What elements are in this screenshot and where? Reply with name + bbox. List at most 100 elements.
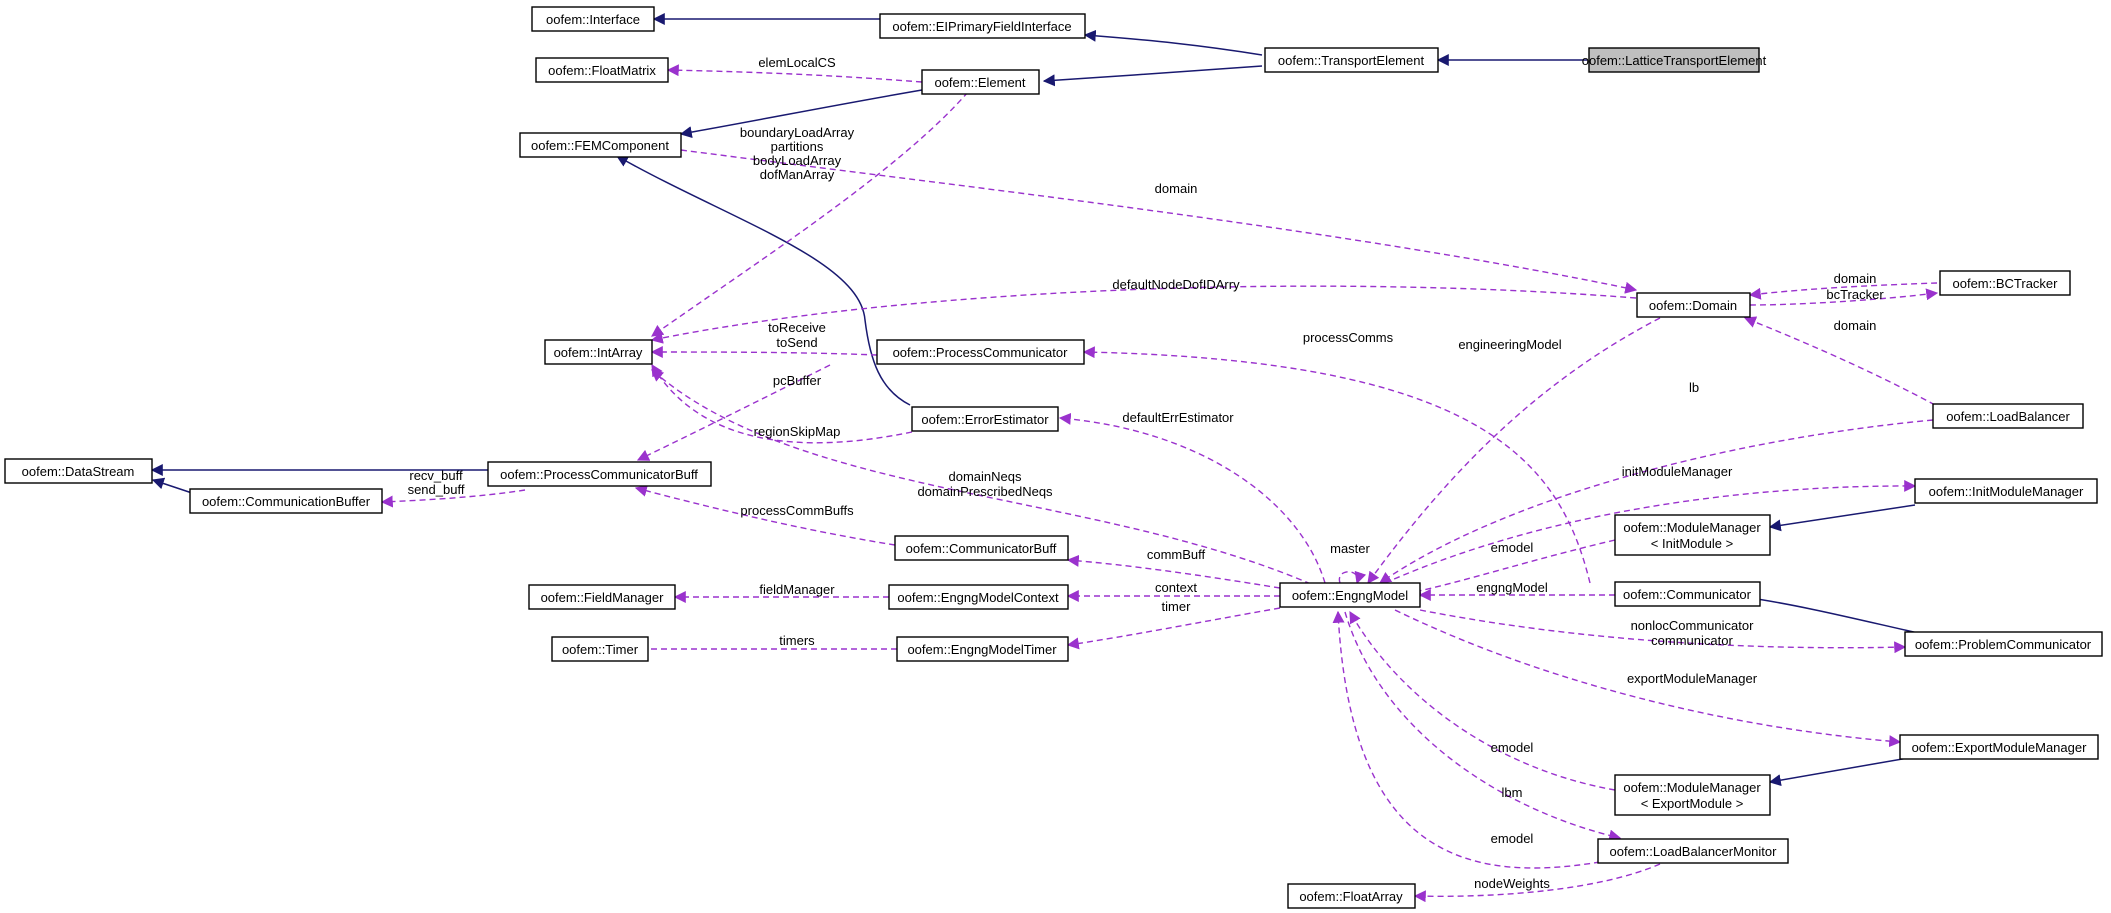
node-engngmodel[interactable]: oofem::EngngModel [1279, 582, 1421, 608]
edge-communicator-processcomm [1082, 346, 1591, 584]
edge-engngmodel-timer [1066, 607, 1281, 650]
svg-text:oofem::ProcessCommunicatorBuff: oofem::ProcessCommunicatorBuff [500, 467, 698, 482]
node-transportelement[interactable]: oofem::TransportElement [1264, 47, 1439, 73]
node-bctracker[interactable]: oofem::BCTracker [1939, 270, 2071, 296]
svg-text:oofem::EIPrimaryFieldInterface: oofem::EIPrimaryFieldInterface [892, 19, 1071, 34]
node-datastream[interactable]: oofem::DataStream [4, 458, 153, 484]
node-interface[interactable]: oofem::Interface [531, 6, 655, 32]
node-modulemanager-export[interactable]: oofem::ModuleManager < ExportModule > [1614, 774, 1771, 816]
edge-engngmodel-communicatorbuff [1066, 554, 1281, 589]
label-elemLocalCS: elemLocalCS [758, 55, 836, 70]
svg-text:oofem::Timer: oofem::Timer [562, 642, 639, 657]
edge-domain-engngmodel [1367, 317, 1661, 584]
label-nodeWeights: nodeWeights [1474, 876, 1550, 891]
svg-text:oofem::FloatArray: oofem::FloatArray [1299, 889, 1403, 904]
edge-exportmm-to-mmexport [1768, 757, 1909, 787]
edge-errorestimator-intarray [651, 363, 913, 444]
label-initModuleManager: initModuleManager [1622, 464, 1733, 479]
node-exportmodulemanager[interactable]: oofem::ExportModuleManager [1899, 734, 2099, 760]
label-toReceive: toReceive [768, 320, 826, 335]
node-latticetransportelement[interactable]: oofem::LatticeTransportElement [1582, 47, 1767, 73]
label-emodel-lbm: emodel [1491, 831, 1534, 846]
edge-domain-intarray [650, 285, 1637, 344]
node-floatmatrix[interactable]: oofem::FloatMatrix [535, 57, 669, 83]
node-timer[interactable]: oofem::Timer [551, 636, 649, 662]
node-communicator[interactable]: oofem::Communicator [1614, 581, 1761, 607]
edge-processcomm-intarray [650, 346, 878, 359]
edge-loadbalancer-engngmodel [1379, 419, 1934, 584]
label-domainPrescribedNeqs: domainPrescribedNeqs [917, 484, 1053, 499]
edge-engngmodel-lbmonitor [1344, 611, 1622, 842]
node-initmodulemanager[interactable]: oofem::InitModuleManager [1914, 478, 2098, 504]
node-errorestimator[interactable]: oofem::ErrorEstimator [911, 406, 1059, 432]
edge-mminit-engngmodel [1408, 539, 1616, 597]
node-loadbalancer[interactable]: oofem::LoadBalancer [1932, 403, 2084, 429]
edge-engngmodel-exportmm [1394, 609, 1902, 748]
label-defaultErrEstimator: defaultErrEstimator [1122, 410, 1234, 425]
svg-text:< InitModule >: < InitModule > [1651, 536, 1733, 551]
node-domain[interactable]: oofem::Domain [1636, 292, 1751, 318]
node-modulemanager-init[interactable]: oofem::ModuleManager < InitModule > [1614, 514, 1771, 556]
label-dofManArray: dofManArray [760, 167, 835, 182]
label-bodyLoadArray: bodyLoadArray [753, 153, 842, 168]
svg-text:oofem::DataStream: oofem::DataStream [22, 464, 135, 479]
node-engngmodelcontext[interactable]: oofem::EngngModelContext [888, 584, 1069, 610]
node-processcommunicatorbuff[interactable]: oofem::ProcessCommunicatorBuff [487, 461, 712, 487]
svg-text:oofem::EngngModelContext: oofem::EngngModelContext [897, 590, 1059, 605]
edge-transport-to-element [1042, 65, 1263, 87]
svg-text:oofem::ModuleManager: oofem::ModuleManager [1623, 780, 1761, 795]
label-bcTracker: bcTracker [1826, 287, 1884, 302]
svg-text:oofem::Communicator: oofem::Communicator [1623, 587, 1752, 602]
label-domain-bct: domain [1834, 271, 1877, 286]
edge-engngmodel-errorestimator [1058, 412, 1326, 584]
label-recv_buff: recv_buff [409, 468, 463, 483]
node-fieldmanager[interactable]: oofem::FieldManager [528, 584, 676, 610]
label-lb: lb [1689, 380, 1699, 395]
label-domain-lb: domain [1834, 318, 1877, 333]
node-intarray[interactable]: oofem::IntArray [544, 339, 653, 365]
node-element[interactable]: oofem::Element [921, 69, 1040, 95]
edge-problemcomm-to-communicator [1742, 592, 1919, 634]
label-commBuff: commBuff [1147, 547, 1206, 562]
svg-text:oofem::ErrorEstimator: oofem::ErrorEstimator [921, 412, 1049, 427]
label-boundaryLoadArray: boundaryLoadArray [740, 125, 855, 140]
node-femcomponent[interactable]: oofem::FEMComponent [519, 132, 682, 158]
node-communicatorbuff[interactable]: oofem::CommunicatorBuff [894, 535, 1069, 561]
svg-text:oofem::IntArray: oofem::IntArray [554, 345, 643, 360]
node-eiprimaryfieldinterface[interactable]: oofem::EIPrimaryFieldInterface [879, 13, 1086, 39]
edge-engngmodel-initmm [1384, 479, 1917, 584]
label-engngModel: engngModel [1476, 580, 1548, 595]
node-processcommunicator[interactable]: oofem::ProcessCommunicator [876, 339, 1085, 365]
node-loadbalancermonitor[interactable]: oofem::LoadBalancerMonitor [1597, 838, 1789, 864]
edge-engngmodel-problemcomm [1419, 609, 1907, 654]
edge-errorestimator-to-femcomponent [615, 155, 911, 406]
edge-transport-to-eiprimary [1083, 29, 1263, 56]
label-pcBuffer: pcBuffer [773, 373, 822, 388]
node-problemcommunicator[interactable]: oofem::ProblemCommunicator [1904, 631, 2103, 657]
edge-bctracker-domain [1748, 282, 1938, 300]
svg-text:oofem::LoadBalancer: oofem::LoadBalancer [1946, 409, 2070, 424]
label-processComms: processComms [1303, 330, 1394, 345]
svg-text:oofem::Element: oofem::Element [934, 75, 1025, 90]
svg-text:oofem::ModuleManager: oofem::ModuleManager [1623, 520, 1761, 535]
edge-initmm-to-mminit [1768, 504, 1916, 532]
svg-text:oofem::ProblemCommunicator: oofem::ProblemCommunicator [1915, 637, 2092, 652]
svg-text:oofem::CommunicatorBuff: oofem::CommunicatorBuff [906, 541, 1057, 556]
edge-engngmodel-master [1338, 570, 1367, 585]
svg-text:oofem::InitModuleManager: oofem::InitModuleManager [1929, 484, 2084, 499]
label-fieldManager: fieldManager [759, 582, 835, 597]
label-defaultNodeDofIDArry: defaultNodeDofIDArry [1112, 277, 1240, 292]
label-communicator: communicator [1651, 633, 1733, 648]
node-engngmodeltimer[interactable]: oofem::EngngModelTimer [896, 636, 1069, 662]
edge-processcomm-pcbuff [636, 364, 831, 461]
node-communicationbuffer[interactable]: oofem::CommunicationBuffer [189, 488, 383, 514]
svg-text:oofem::FEMComponent: oofem::FEMComponent [531, 138, 669, 153]
label-toSend: toSend [776, 335, 817, 350]
node-floatarray[interactable]: oofem::FloatArray [1287, 883, 1416, 909]
svg-text:oofem::BCTracker: oofem::BCTracker [1953, 276, 2059, 291]
label-processCommBuffs: processCommBuffs [740, 503, 854, 518]
label-regionSkipMap: regionSkipMap [754, 424, 841, 439]
svg-text:oofem::LatticeTransportElement: oofem::LatticeTransportElement [1582, 53, 1767, 68]
edge-domain-bctracker [1749, 288, 1939, 306]
label-partitions: partitions [771, 139, 824, 154]
